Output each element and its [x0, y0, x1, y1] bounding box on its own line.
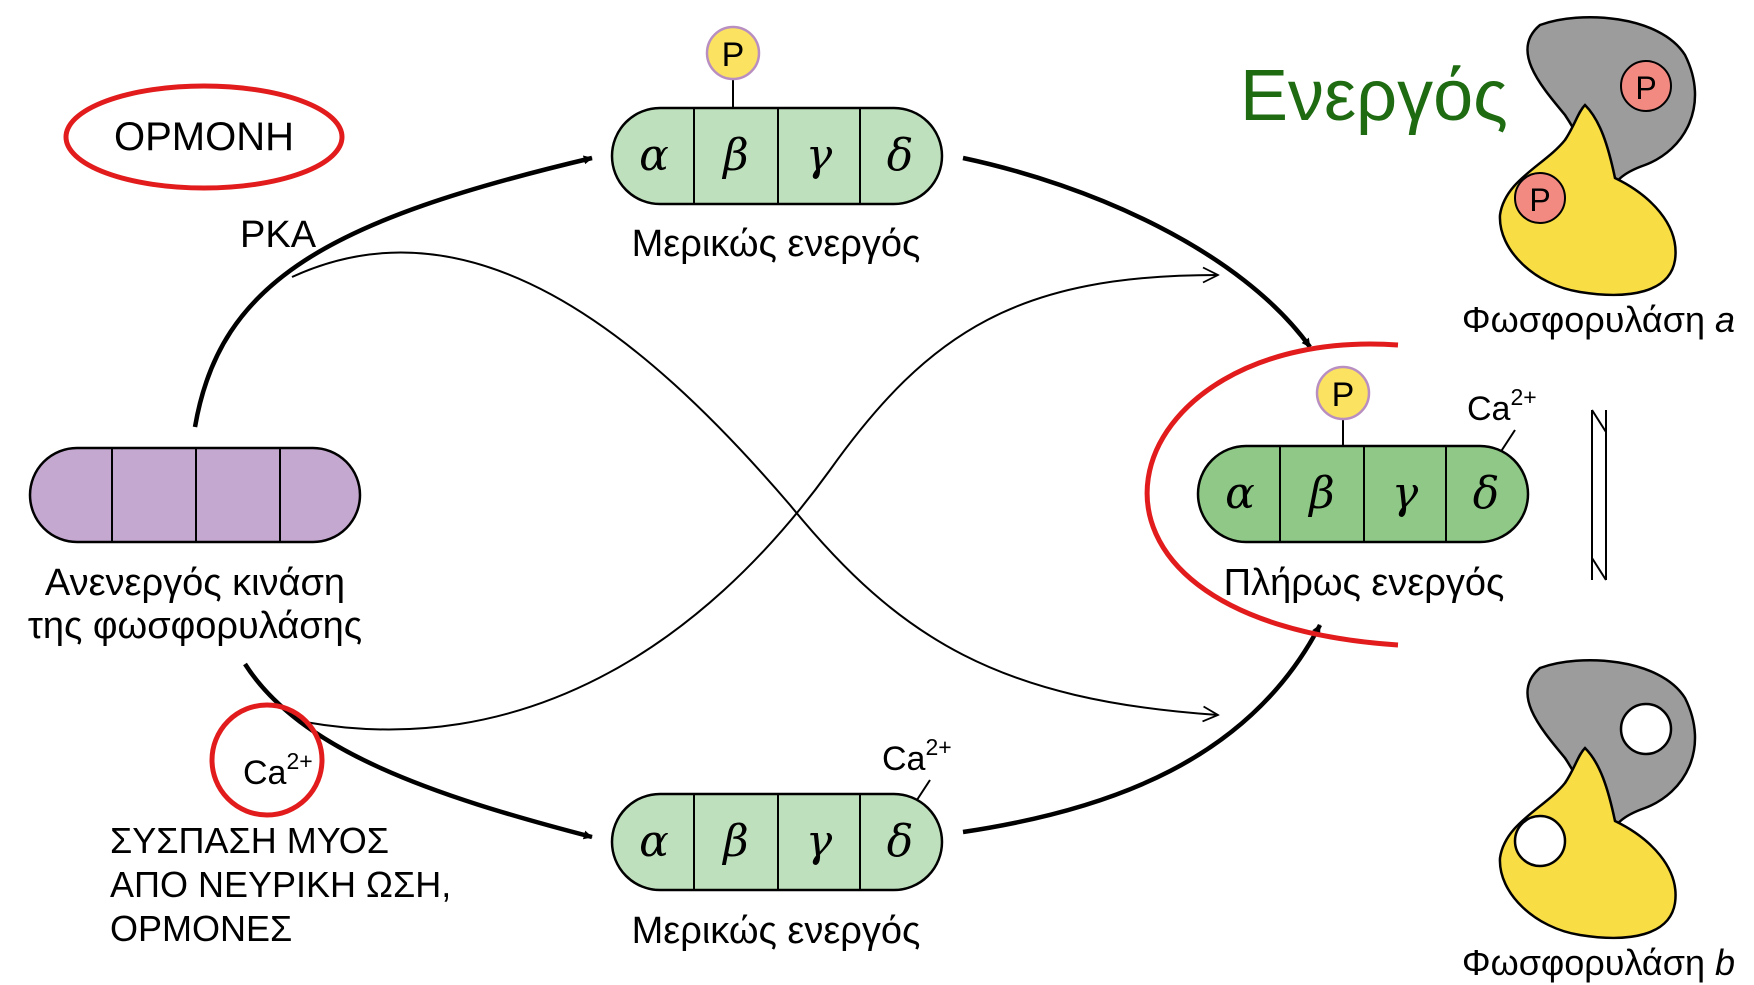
thin-arrow-bottom-left-to-top-right	[304, 275, 1218, 731]
active-label: Ενεργός	[1240, 56, 1508, 136]
partial-bottom-label: Μερικώς ενεργός	[632, 910, 921, 952]
phosphate-icon	[1620, 60, 1672, 112]
arrow-inactive-to-partial-top	[192, 155, 593, 428]
inactive-kinase-label-line2: της φωσφορυλάσης	[28, 605, 362, 647]
subunit-beta: β	[721, 816, 748, 867]
phosphorylase-b-yellow-subunit	[1498, 746, 1677, 940]
phosphorylase-b-icon	[1498, 659, 1697, 940]
svg-text:P: P	[1635, 70, 1656, 106]
subunit-gamma: γ	[1392, 468, 1419, 519]
hormone-group: ΟΡΜΟΝΗ	[63, 83, 345, 191]
muscle-label-line3: ΟΡΜΟΝΕΣ	[110, 908, 292, 949]
phosphate-icon	[1514, 172, 1566, 224]
calcium-signal-group: Ca2+ ΣΥΣΠΑΣΗ ΜΥΟΣ ΑΠΟ ΝΕΥΡΙΚΗ ΩΣΗ, ΟΡΜΟΝ…	[110, 702, 451, 949]
subunit-delta: δ	[887, 816, 914, 867]
phosphorylase-a-icon: P P	[1498, 16, 1697, 297]
calcium-label: Ca2+	[882, 734, 952, 778]
calcium-label: Ca2+	[243, 748, 313, 792]
phosphate-icon	[705, 25, 761, 81]
inactive-kinase: Ανενεργός κινάση της φωσφορυλάσης	[28, 446, 362, 647]
svg-text:P: P	[1529, 182, 1550, 218]
equilibrium-arrows-icon	[1591, 409, 1607, 581]
muscle-label-line1: ΣΥΣΠΑΣΗ ΜΥΟΣ	[110, 820, 389, 861]
full-kinase-highlight-arc	[1144, 341, 1399, 648]
phosphate-icon	[1315, 365, 1371, 421]
empty-site-icon	[1513, 814, 1567, 868]
subunit-beta: β	[721, 130, 748, 181]
hormone-highlight-ellipse	[63, 83, 345, 191]
subunit-beta: β	[1307, 468, 1334, 519]
hormone-label: ΟΡΜΟΝΗ	[114, 115, 294, 159]
svg-text:P: P	[722, 36, 745, 74]
thick-reaction-arrows	[192, 155, 1322, 840]
calcium-label: Ca2+	[1467, 384, 1537, 428]
thin-crossing-arrows	[291, 251, 1218, 731]
partially-active-kinase-top: P α β γ δ Μερικώς ενεργός	[610, 25, 944, 265]
svg-text:P: P	[1332, 376, 1355, 414]
subunit-delta: δ	[887, 130, 914, 181]
arrow-partial-top-to-full	[962, 155, 1312, 349]
arrow-inactive-to-partial-bottom	[243, 662, 593, 840]
thin-arrow-top-left-to-bottom-right	[291, 251, 1218, 715]
phosphorylase-a-yellow-subunit	[1498, 103, 1677, 297]
arrow-partial-bottom-to-full	[962, 623, 1322, 835]
phosphorylase-b-label: Φωσφορυλάση b	[1462, 942, 1735, 983]
partial-top-label: Μερικώς ενεργός	[632, 223, 921, 265]
subunit-alpha: α	[639, 816, 669, 867]
subunit-gamma: γ	[806, 816, 833, 867]
pka-label: PKA	[240, 214, 317, 256]
fully-active-kinase: P Ca2+ α β γ δ Πλήρως ενεργός	[1196, 365, 1537, 604]
subunit-delta: δ	[1473, 468, 1500, 519]
inactive-kinase-label-line1: Ανενεργός κινάση	[45, 562, 345, 604]
phosphorylase-a-label: Φωσφορυλάση a	[1462, 299, 1735, 340]
subunit-gamma: γ	[806, 130, 833, 181]
empty-site-icon	[1619, 702, 1673, 756]
partially-active-kinase-bottom: Ca2+ α β γ δ Μερικώς ενεργός	[610, 734, 952, 952]
muscle-label-line2: ΑΠΟ ΝΕΥΡΙΚΗ ΩΣΗ,	[110, 864, 451, 905]
subunit-alpha: α	[639, 130, 669, 181]
subunit-alpha: α	[1225, 468, 1255, 519]
full-label: Πλήρως ενεργός	[1224, 562, 1505, 604]
calcium-highlight-circle	[209, 702, 325, 818]
